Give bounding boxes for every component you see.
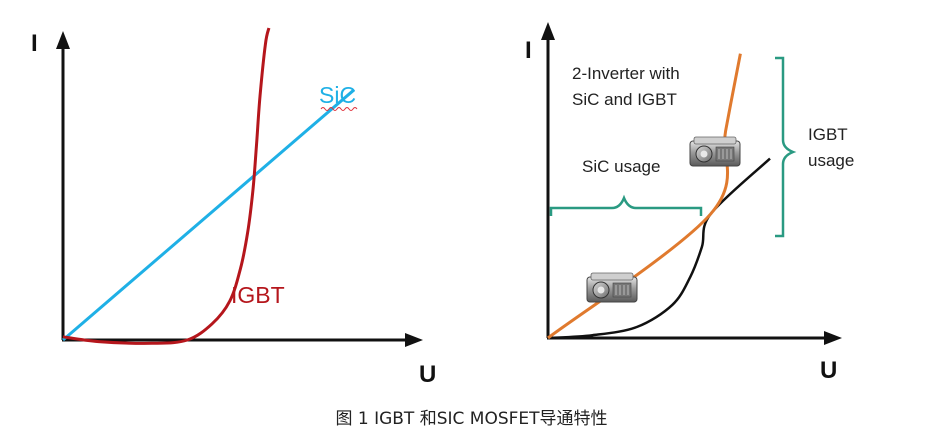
left-y-axis bbox=[56, 31, 70, 340]
igbt-curve bbox=[62, 27, 271, 345]
sic-module-image bbox=[586, 272, 638, 303]
sic-legend-label: SiC bbox=[319, 82, 356, 108]
igbt-characteristic-curve bbox=[547, 157, 771, 340]
right-chart: I U 2-Inverter with SiC and IGBT SiC usa… bbox=[525, 22, 854, 384]
igbt-usage-label-line2: usage bbox=[808, 151, 854, 170]
sic-usage-label: SiC usage bbox=[582, 157, 660, 176]
spellcheck-squiggle bbox=[320, 107, 358, 111]
right-x-axis bbox=[547, 331, 842, 345]
igbt-legend-label: IGBT bbox=[231, 282, 285, 308]
igbt-usage-bracket bbox=[775, 56, 797, 238]
igbt-usage-label-line1: IGBT bbox=[808, 125, 847, 144]
right-y-axis bbox=[541, 22, 555, 338]
left-x-axis bbox=[62, 333, 423, 347]
right-x-axis-label: U bbox=[820, 357, 837, 384]
combined-inverter-label-line2: SiC and IGBT bbox=[572, 90, 677, 109]
sic-usage-bracket bbox=[549, 194, 703, 216]
right-y-axis-label: I bbox=[525, 37, 532, 64]
left-chart: I U SiC IGBT bbox=[31, 27, 436, 388]
sic-line bbox=[62, 88, 356, 342]
igbt-module-image bbox=[689, 136, 741, 167]
combined-inverter-label-line1: 2-Inverter with bbox=[572, 64, 680, 83]
figure-caption: 图 1 IGBT 和SIC MOSFET导通特性 bbox=[335, 409, 608, 429]
left-y-axis-label: I bbox=[31, 30, 38, 57]
left-x-axis-label: U bbox=[419, 361, 436, 388]
igbt-usage-label: IGBT usage bbox=[808, 125, 854, 170]
combined-inverter-label: 2-Inverter with SiC and IGBT bbox=[572, 64, 684, 109]
